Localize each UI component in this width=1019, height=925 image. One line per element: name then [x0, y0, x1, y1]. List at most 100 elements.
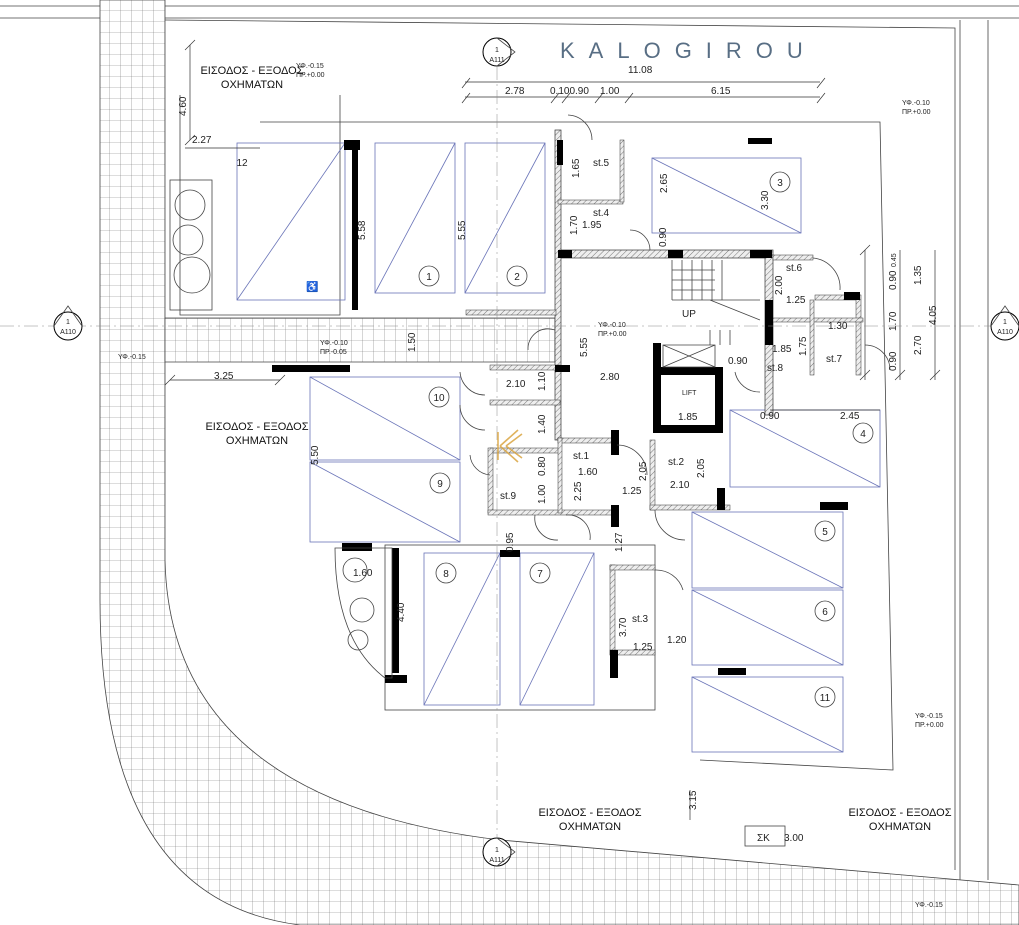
plan-label: 1: [1003, 319, 1007, 326]
dimension-lines: [164, 39, 941, 820]
plan-label: ΥΦ.-0.10: [902, 100, 930, 107]
plan-label: 0.45: [891, 253, 898, 267]
plan-label: 2.05: [638, 461, 649, 481]
plan-label: 1.50: [407, 332, 418, 352]
plan-label: 1.25: [622, 486, 642, 497]
plan-label: 2.05: [696, 458, 707, 478]
plan-label: 1.10: [537, 371, 548, 391]
plan-label: ΠΡ.+0.00: [902, 109, 931, 116]
plan-label: A111: [489, 57, 504, 64]
plan-label: ΠΡ.+0.00: [296, 72, 325, 79]
plan-label: ΕΙΣΟΔΟΣ - ΕΞΟΔΟΣ: [205, 421, 308, 433]
plan-label: 1.85: [772, 344, 792, 355]
plan-label: 0.90: [888, 351, 899, 371]
plan-label: ΟΧΗΜΑΤΩΝ: [221, 79, 283, 91]
plan-label: ΠΡ.+0.00: [598, 331, 627, 338]
plan-label: 3.25: [214, 371, 234, 382]
plan-label: 5.55: [579, 337, 590, 357]
plan-label: 2.10: [506, 379, 526, 390]
plan-label: ΥΦ.-0.15: [915, 713, 943, 720]
plan-label: ΕΙΣΟΔΟΣ - ΕΞΟΔΟΣ: [848, 807, 951, 819]
plan-label: 1.85: [678, 412, 698, 423]
plan-label: 1: [66, 319, 70, 326]
plan-label: ΕΙΣΟΔΟΣ - ΕΞΟΔΟΣ: [200, 65, 303, 77]
plan-label: 2.45: [840, 411, 860, 422]
plan-label: 2.00: [774, 275, 785, 295]
wheelchair-icon: ♿: [306, 280, 318, 293]
plan-label: 12: [236, 158, 248, 169]
section-marker-right[interactable]: 1 A110: [990, 305, 1019, 341]
plan-label: UP: [682, 309, 696, 320]
plan-label: 1: [426, 272, 432, 283]
section-marker-top[interactable]: 1 A111: [482, 37, 516, 67]
plan-label: 2.78: [505, 86, 525, 97]
plan-label: A110: [60, 329, 76, 336]
plan-label: ΥΦ.-0.10: [598, 322, 626, 329]
doors: [459, 114, 891, 591]
plan-label: 1.60: [578, 467, 598, 478]
plan-label: 1.25: [633, 642, 653, 653]
plan-label: 1.40: [537, 414, 548, 434]
planter-top: [169, 179, 213, 311]
plan-label: 1.70: [888, 311, 899, 331]
dimension-texts-horizontal: 11.08 2.78 0.100.90 1.00 6.15 2.27 1.95 …: [192, 65, 860, 653]
plan-label: 5.55: [457, 220, 468, 240]
plan-label: 1.25: [786, 295, 806, 306]
watermark-logo: KALOGIROU: [497, 38, 817, 463]
plan-label: 2.65: [659, 173, 670, 193]
plan-label: 5.58: [357, 220, 368, 240]
plan-label: 0.90: [760, 411, 780, 422]
plan-label: ΥΦ.-0.15: [118, 354, 146, 361]
plan-label: 6.15: [711, 86, 731, 97]
plan-label: st.8: [767, 363, 784, 374]
plan-label: 11.08: [628, 65, 653, 76]
plan-label: 0.90: [888, 270, 899, 290]
plan-label: 10: [433, 393, 445, 404]
plan-label: ΕΙΣΟΔΟΣ - ΕΞΟΔΟΣ: [538, 807, 641, 819]
dimension-texts-vertical: 4.60 5.58 5.55 1.65 1.70 2.65 3.30 0.90 …: [178, 96, 939, 810]
plan-label: st.1: [573, 451, 590, 462]
plan-label: 0.100.90: [550, 86, 589, 97]
plan-label: 0.90: [658, 227, 669, 247]
plan-label: 1: [495, 847, 499, 854]
plan-label: 1.60: [353, 568, 373, 579]
plan-label: 1.35: [913, 265, 924, 285]
tiled-pavement: [99, 0, 1019, 925]
plan-label: 2.27: [192, 135, 212, 146]
plan-label: 3.70: [618, 617, 629, 637]
plan-label: 9: [437, 479, 443, 490]
parking-numbers: 12 1 2 3 10 9 4 8 7 5 6 11: [236, 158, 874, 708]
plan-label: st.7: [826, 354, 843, 365]
plan-label: 7: [537, 569, 543, 580]
parking-bays: [236, 142, 881, 753]
plan-label: 4.60: [178, 96, 189, 116]
plan-label: 2: [514, 272, 520, 283]
plan-label: 1.00: [537, 484, 548, 504]
plan-label: st.4: [593, 208, 610, 219]
plan-label: 8: [443, 569, 449, 580]
plan-label: LIFT: [682, 390, 697, 397]
section-marker-left[interactable]: 1 A110: [0, 305, 1019, 341]
watermark-text: KALOGIROU: [560, 38, 817, 63]
plan-label: 5.50: [310, 445, 321, 465]
entrance-tiles: [164, 317, 556, 363]
plan-label: 1.00: [600, 86, 620, 97]
plan-label: 2.80: [600, 372, 620, 383]
plan-label: 4: [860, 429, 866, 440]
plan-label: 1.70: [569, 215, 580, 235]
plan-label: ΟΧΗΜΑΤΩΝ: [226, 435, 288, 447]
plan-label: 2.70: [913, 335, 924, 355]
plan-label: A111: [489, 857, 504, 864]
plan-label: ΥΦ.-0.10: [320, 340, 348, 347]
plan-label: st.2: [668, 457, 685, 468]
plan-label: 0.90: [728, 356, 748, 367]
plan-label: ΠΡ.+0.00: [915, 722, 944, 729]
plan-label: 3.30: [760, 190, 771, 210]
plan-label: 1.95: [582, 220, 602, 231]
plan-label: ΣΚ: [757, 833, 770, 844]
plan-label: st.3: [632, 614, 649, 625]
plan-label: 1.30: [828, 321, 848, 332]
plan-label: 3.00: [784, 833, 804, 844]
plan-label: 3.15: [688, 790, 699, 810]
